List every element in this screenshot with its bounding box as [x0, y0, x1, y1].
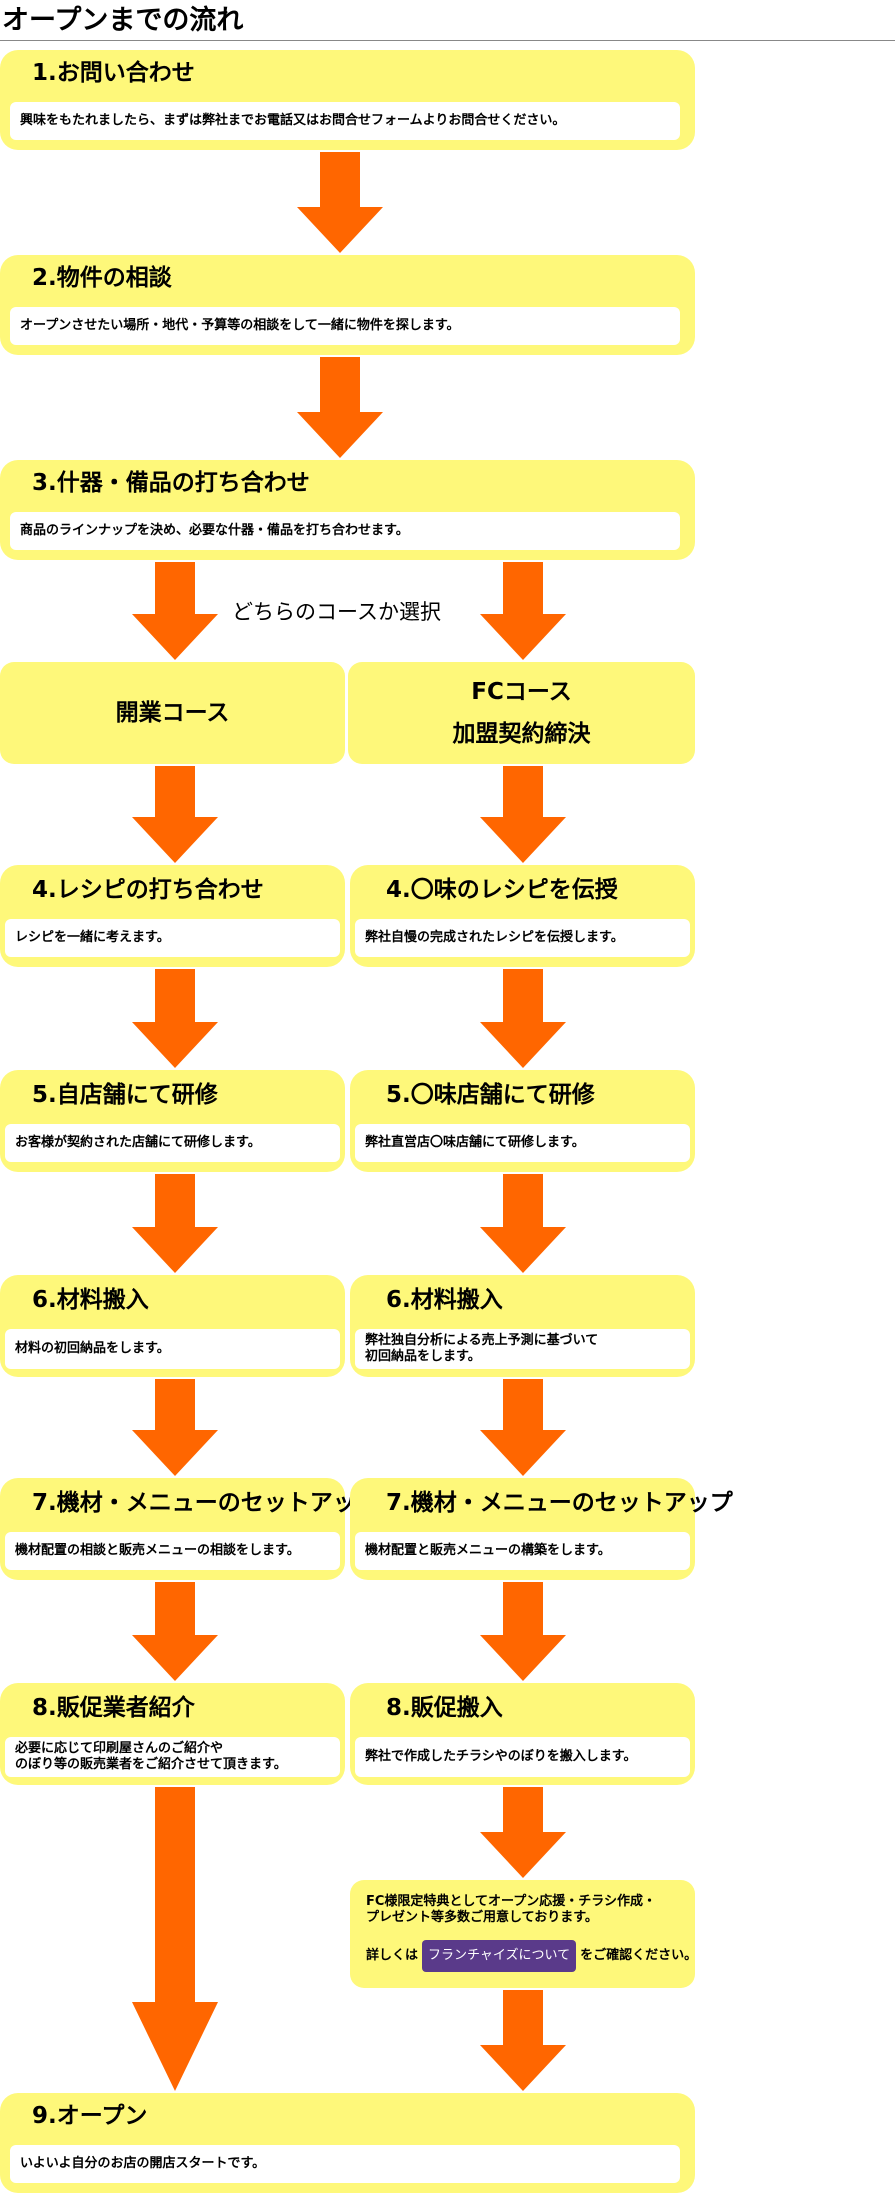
fc-note-line: プレゼント等多数ご用意しております。: [366, 1910, 598, 1925]
step-description: 弊社自慢の完成されたレシピを伝授します。: [355, 919, 690, 957]
step-4-left-recipe: 4.レシピの打ち合わせ レシピを一緒に考えます。: [0, 865, 345, 967]
description-line: 材料の初回納品をします。: [15, 1341, 170, 1356]
step-description: 必要に応じて印刷屋さんのご紹介や のぼり等の販売業者をご紹介させて頂きます。: [5, 1737, 340, 1777]
step-7-left-setup: 7.機材・メニューのセットアップ 機材配置の相談と販売メニューの相談をします。: [0, 1478, 379, 1580]
step-title: 4.〇味のレシピを伝授: [386, 877, 618, 903]
description-line: オープンさせたい場所・地代・予算等の相談をして一緒に物件を探します。: [20, 318, 460, 333]
description-line: 弊社直営店〇味店舗にて研修します。: [365, 1135, 585, 1150]
step-title: 9.オープン: [32, 2103, 148, 2129]
flow-arrow-icon: [297, 357, 383, 458]
course-choice-label: どちらのコースか選択: [232, 600, 441, 624]
description-line: 弊社で作成したチラシやのぼりを搬入します。: [365, 1749, 637, 1764]
description-line: 機材配置の相談と販売メニューの相談をします。: [15, 1543, 300, 1558]
step-description: オープンさせたい場所・地代・予算等の相談をして一緒に物件を探します。: [10, 307, 680, 345]
step-title: 5.〇味店舗にて研修: [386, 1082, 595, 1108]
step-description: いよいよ自分のお店の開店スタートです。: [10, 2145, 680, 2183]
step-title: 7.機材・メニューのセットアップ: [386, 1490, 733, 1516]
step-description: レシピを一緒に考えます。: [5, 919, 340, 957]
flow-arrow-icon: [480, 766, 566, 863]
step-title: 2.物件の相談: [32, 265, 172, 291]
description-line: 弊社独自分析による売上予測に基づいて: [365, 1333, 599, 1348]
step-title: 8.販促業者紹介: [32, 1695, 195, 1721]
step-5-right-training: 5.〇味店舗にて研修 弊社直営店〇味店舗にて研修します。: [350, 1070, 695, 1172]
flow-arrow-icon: [480, 1379, 566, 1476]
step-description: 商品のラインナップを決め、必要な什器・備品を打ち合わせます。: [10, 512, 680, 550]
description-line: 弊社自慢の完成されたレシピを伝授します。: [365, 930, 624, 945]
flow-arrow-icon: [480, 562, 566, 660]
description-line: いよいよ自分のお店の開店スタートです。: [20, 2156, 266, 2171]
flow-arrow-icon: [480, 1582, 566, 1681]
step-description: 弊社独自分析による売上予測に基づいて 初回納品をします。: [355, 1329, 690, 1369]
course-label: FCコース: [471, 679, 572, 705]
step-title: 6.材料搬入: [32, 1287, 149, 1313]
flow-arrow-icon: [480, 969, 566, 1068]
description-line: 機材配置と販売メニューの構築をします。: [365, 1543, 611, 1558]
step-description: 材料の初回納品をします。: [5, 1329, 340, 1369]
flow-arrow-icon: [132, 1787, 218, 2091]
title-divider: [0, 40, 895, 41]
flow-arrow-icon: [132, 969, 218, 1068]
step-8-right-promo-delivery: 8.販促搬入 弊社で作成したチラシやのぼりを搬入します。: [350, 1683, 695, 1785]
step-description: お客様が契約された店舗にて研修します。: [5, 1124, 340, 1162]
step-4-right-recipe: 4.〇味のレシピを伝授 弊社自慢の完成されたレシピを伝授します。: [350, 865, 695, 967]
flow-arrow-icon: [480, 1990, 566, 2091]
step-description: 機材配置と販売メニューの構築をします。: [355, 1532, 690, 1570]
flow-arrow-icon: [132, 766, 218, 863]
step-9-open: 9.オープン いよいよ自分のお店の開店スタートです。: [0, 2093, 695, 2193]
step-title: 5.自店舗にて研修: [32, 1082, 218, 1108]
step-3-equipment: 3.什器・備品の打ち合わせ 商品のラインナップを決め、必要な什器・備品を打ち合わ…: [0, 460, 695, 560]
step-description: 機材配置の相談と販売メニューの相談をします。: [5, 1532, 340, 1570]
flow-arrow-icon: [480, 1787, 566, 1878]
step-1-inquiry: 1.お問い合わせ 興味をもたれましたら、まずは弊社までお電話又はお問合せフォーム…: [0, 50, 695, 150]
course-kaigyo: 開業コース: [0, 662, 345, 764]
step-description: 弊社直営店〇味店舗にて研修します。: [355, 1124, 690, 1162]
description-line: 初回納品をします。: [365, 1349, 481, 1364]
step-title: 1.お問い合わせ: [32, 60, 195, 86]
step-title: 6.材料搬入: [386, 1287, 503, 1313]
description-line: レシピを一緒に考えます。: [15, 930, 170, 945]
course-label: 開業コース: [115, 700, 230, 726]
flow-arrow-icon: [132, 1174, 218, 1273]
description-line: お客様が契約された店舗にて研修します。: [15, 1135, 261, 1150]
page-title: オープンまでの流れ: [2, 5, 244, 36]
step-title: 7.機材・メニューのセットアップ: [32, 1490, 379, 1516]
fc-detail-prefix: 詳しくは: [366, 1948, 419, 1963]
flow-arrow-icon: [132, 1379, 218, 1476]
flow-arrow-icon: [132, 562, 218, 660]
fc-note-line: FC様限定特典としてオープン応援・チラシ作成・: [366, 1894, 656, 1909]
description-line: 必要に応じて印刷屋さんのご紹介や: [15, 1741, 224, 1756]
step-2-property: 2.物件の相談 オープンさせたい場所・地代・予算等の相談をして一緒に物件を探しま…: [0, 255, 695, 355]
franchise-info-button[interactable]: フランチャイズについて: [422, 1940, 577, 1972]
description-line: のぼり等の販売業者をご紹介させて頂きます。: [15, 1757, 287, 1772]
flow-arrow-icon: [297, 152, 383, 253]
fc-detail-suffix: をご確認ください。: [580, 1948, 698, 1963]
step-6-right-materials: 6.材料搬入 弊社独自分析による売上予測に基づいて 初回納品をします。: [350, 1275, 695, 1377]
step-5-left-training: 5.自店舗にて研修 お客様が契約された店舗にて研修します。: [0, 1070, 345, 1172]
flow-arrow-icon: [480, 1174, 566, 1273]
step-7-right-setup: 7.機材・メニューのセットアップ 機材配置と販売メニューの構築をします。: [350, 1478, 733, 1580]
course-label: 加盟契約締決: [452, 721, 591, 747]
step-8-left-promo-vendors: 8.販促業者紹介 必要に応じて印刷屋さんのご紹介や のぼり等の販売業者をご紹介さ…: [0, 1683, 345, 1785]
step-description: 興味をもたれましたら、まずは弊社までお電話又はお問合せフォームよりお問合せくださ…: [10, 102, 680, 140]
step-title: 4.レシピの打ち合わせ: [32, 877, 264, 903]
fc-benefit-note: FC様限定特典としてオープン応援・チラシ作成・ プレゼント等多数ご用意しておりま…: [350, 1880, 697, 1988]
step-title: 8.販促搬入: [386, 1695, 503, 1721]
description-line: 商品のラインナップを決め、必要な什器・備品を打ち合わせます。: [20, 523, 409, 538]
fc-detail-line: 詳しくは フランチャイズについて をご確認ください。: [366, 1940, 697, 1972]
flow-arrow-icon: [132, 1582, 218, 1681]
step-description: 弊社で作成したチラシやのぼりを搬入します。: [355, 1737, 690, 1777]
course-fc: FCコース 加盟契約締決: [348, 662, 695, 764]
step-6-left-materials: 6.材料搬入 材料の初回納品をします。: [0, 1275, 345, 1377]
step-title: 3.什器・備品の打ち合わせ: [32, 470, 310, 496]
description-line: 興味をもたれましたら、まずは弊社までお電話又はお問合せフォームよりお問合せくださ…: [20, 113, 566, 128]
